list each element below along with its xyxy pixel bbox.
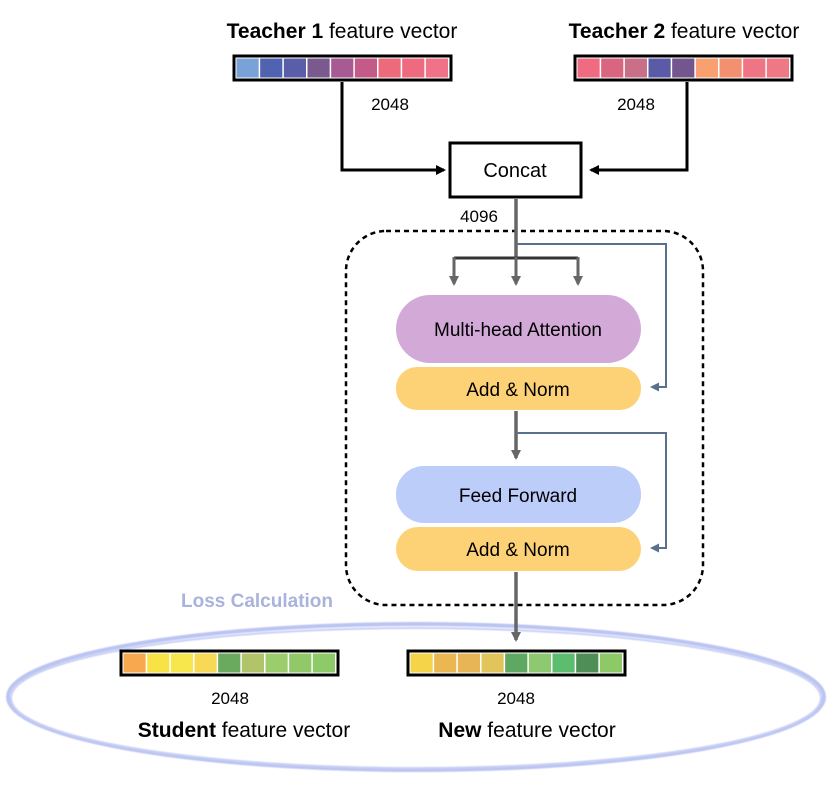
student-cell-2 [147,653,170,673]
new-dim: 2048 [497,689,535,708]
feed-forward-label: Feed Forward [459,486,577,507]
teacher-1-arrow [340,82,446,175]
feed-forward-block [396,466,641,523]
loss-ellipse [6,622,826,772]
teacher-2-cell-6 [695,58,718,78]
new-cell-5 [505,653,528,673]
add-norm-label-1: Add & Norm [466,380,569,401]
teacher-2-cell-5 [672,58,695,78]
teacher-2-vector [577,58,789,78]
add-norm-block-1 [396,367,641,410]
new-title: New feature vector [438,719,615,742]
teacher-2-dim: 2048 [617,95,655,114]
student-cell-9 [312,653,335,673]
concat-dim: 4096 [460,207,498,226]
student-dim: 2048 [211,689,249,708]
student-cell-7 [265,653,288,673]
teacher-2-cell-7 [719,58,742,78]
teacher-1-title: Teacher 1 feature vector [227,20,458,43]
student-cell-8 [289,653,312,673]
new-cell-6 [528,653,551,673]
new-cell-1 [410,653,433,673]
teacher-1-cell-7 [378,58,401,78]
teacher-1-cell-3 [283,58,306,78]
teacher-1-cell-8 [402,58,425,78]
teacher-1-cell-4 [307,58,330,78]
new-cell-8 [576,653,599,673]
new-cell-2 [434,653,457,673]
teacher-2-cell-8 [743,58,766,78]
teacher-2-title: Teacher 2 feature vector [569,20,800,43]
new-cell-7 [552,653,575,673]
add-norm-label-2: Add & Norm [466,540,569,561]
transformer-block [344,229,705,607]
student-cell-5 [218,653,241,673]
teacher-1-cell-9 [425,58,448,78]
teacher-1-cell-5 [331,58,354,78]
multi-head-attention-block [396,295,641,363]
loss-label: Loss Calculation [181,591,333,612]
concat-label: Concat [483,160,547,182]
new-cell-4 [481,653,504,673]
teacher-2-cell-2 [601,58,624,78]
residual-arrow-1 [516,243,667,392]
student-cell-1 [123,653,146,673]
concat-box [448,141,583,199]
teacher-2-arrow [589,82,689,175]
teacher-2-cell-9 [766,58,789,78]
add-norm-block-2 [396,527,641,571]
student-cell-6 [241,653,264,673]
residual-arrow-2 [516,432,667,553]
multi-head-attention-label: Multi-head Attention [434,320,602,341]
student-cell-4 [194,653,217,673]
teacher-2-cell-3 [624,58,647,78]
teacher-1-cell-6 [354,58,377,78]
new-cell-3 [457,653,480,673]
teacher-2-cell-4 [648,58,671,78]
new-vector [410,653,622,673]
student-cell-3 [170,653,193,673]
teacher-1-dim: 2048 [371,95,409,114]
student-title: Student feature vector [138,719,350,742]
new-cell-9 [599,653,622,673]
teacher-2-cell-1 [577,58,600,78]
student-vector [123,653,335,673]
teacher-1-cell-2 [260,58,283,78]
teacher-1-cell-1 [236,58,259,78]
teacher-1-vector [236,58,448,78]
